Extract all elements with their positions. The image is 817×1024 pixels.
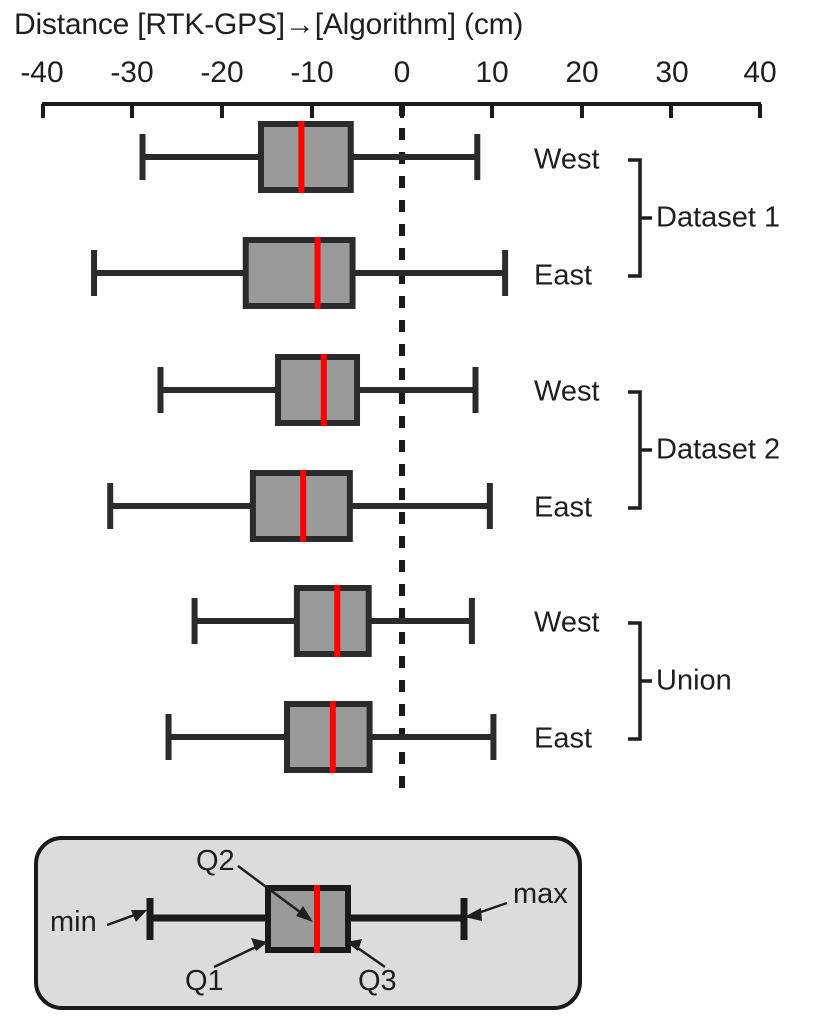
legend-label-q1: Q1 xyxy=(185,965,224,997)
group-label-union: Union xyxy=(656,664,732,697)
group-brackets xyxy=(628,158,652,741)
legend-label-min: min xyxy=(50,906,97,938)
legend-label-max: max xyxy=(513,878,568,910)
legend-panel-graphics xyxy=(34,836,582,1010)
row-label-east-dataset2: East xyxy=(534,491,593,524)
box-plot-dataset-1-east xyxy=(91,237,509,309)
box-plot-union-east xyxy=(165,701,497,773)
box-plot-dataset-2-east xyxy=(107,470,493,542)
legend-label-q3: Q3 xyxy=(358,965,397,997)
x-tick-label-minus30: -30 xyxy=(110,56,154,89)
legend-label-q2: Q2 xyxy=(196,845,235,877)
x-tick-label-minus40: -40 xyxy=(20,56,64,89)
chart-title: Distance [RTK-GPS]→[Algorithm] (cm) xyxy=(14,8,524,41)
x-tick-label-minus20: -20 xyxy=(200,56,244,89)
row-label-west-union: West xyxy=(534,606,600,639)
row-label-east-dataset1: East xyxy=(534,259,593,292)
x-tick-label-30: 30 xyxy=(655,56,689,89)
row-label-west-dataset1: West xyxy=(534,143,600,176)
group-label-dataset1: Dataset 1 xyxy=(656,201,781,234)
x-tick-label-40: 40 xyxy=(743,56,777,89)
x-tick-label-20: 20 xyxy=(565,56,599,89)
x-tick-label-minus10: -10 xyxy=(290,56,334,89)
group-label-dataset2: Dataset 2 xyxy=(656,433,781,466)
x-tick-label-0: 0 xyxy=(393,56,411,89)
box-plot-dataset-2-west xyxy=(157,354,479,426)
box-plot-series xyxy=(91,121,509,773)
row-label-west-dataset2: West xyxy=(534,375,600,408)
box-plot-union-west xyxy=(191,585,475,657)
row-label-east-union: East xyxy=(534,722,593,755)
box-plot-dataset-1-west xyxy=(139,121,481,193)
x-tick-label-10: 10 xyxy=(475,56,509,89)
